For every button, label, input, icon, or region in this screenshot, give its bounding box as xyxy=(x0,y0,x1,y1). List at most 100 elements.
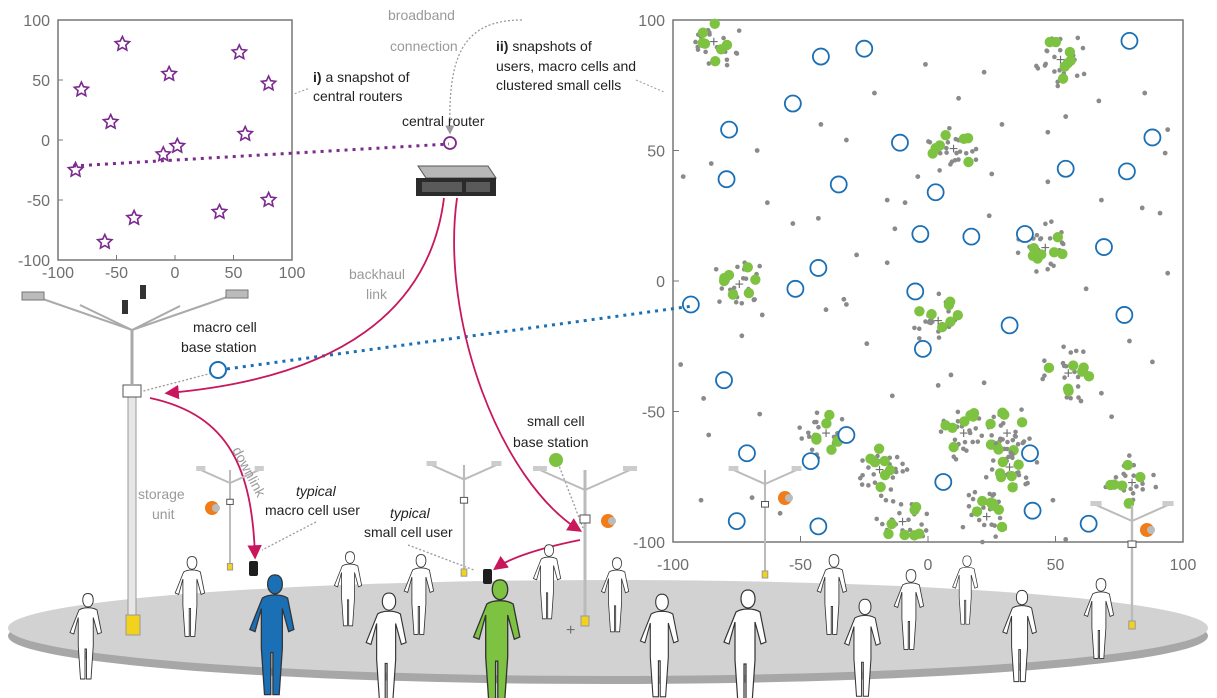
panel1-axes-box xyxy=(57,19,293,261)
user-dot xyxy=(1157,210,1163,216)
p1-x-tick-label: 0 xyxy=(171,265,180,282)
user-dot xyxy=(1165,127,1171,133)
user-dot xyxy=(997,515,1003,521)
user-dot xyxy=(1043,61,1048,67)
user-dot xyxy=(1153,484,1159,490)
user-dot xyxy=(923,319,928,324)
cluster-center-mark: + xyxy=(1002,425,1011,442)
user-dot xyxy=(823,307,829,313)
user-dot xyxy=(944,145,949,151)
macro-cell-circle-icon xyxy=(1095,238,1113,256)
user-dot xyxy=(975,439,981,444)
small-bs-icon xyxy=(549,453,563,467)
macro-cell-circle-icon xyxy=(720,120,738,139)
user-dot xyxy=(961,446,966,452)
user-dot xyxy=(992,523,997,528)
user-dot xyxy=(960,524,966,530)
small-cell-dot xyxy=(995,471,1007,483)
macro-cell-circle-icon xyxy=(1056,159,1075,178)
user-dot xyxy=(1123,473,1128,479)
user-dot xyxy=(1063,114,1069,119)
macro-light-pole-icon xyxy=(21,285,249,636)
user-dot xyxy=(1142,90,1148,96)
user-dot xyxy=(1034,232,1040,238)
user-dot xyxy=(1023,475,1029,480)
user-dot xyxy=(1130,491,1136,496)
user-dot xyxy=(872,480,878,485)
macro-cell-circle-icon xyxy=(1023,501,1042,520)
user-dot xyxy=(955,418,961,424)
backhaul-label-line2: link xyxy=(366,286,388,302)
small-cell-dot xyxy=(697,27,709,38)
small-cell-dot xyxy=(811,434,822,445)
user-dot xyxy=(724,62,730,68)
small-cell-dot xyxy=(914,306,925,317)
user-dot xyxy=(874,516,879,522)
macro-cell-circle-icon xyxy=(1079,514,1098,533)
downlink-label: downlink xyxy=(229,444,269,500)
user-dot xyxy=(1140,481,1145,487)
cluster-center-mark: + xyxy=(1041,240,1050,257)
user-dot xyxy=(955,409,961,415)
user-dot xyxy=(844,302,849,307)
p2-x-tick-label: 100 xyxy=(1170,557,1197,574)
downlink-arrow-macro xyxy=(149,397,262,560)
cluster-center-mark: + xyxy=(735,277,744,294)
small-cell-dot xyxy=(948,441,959,453)
router-star-icon xyxy=(154,144,173,163)
macro-cell-circle-icon xyxy=(926,183,945,202)
macro-bs-label-line2: base station xyxy=(181,339,257,355)
user-dot xyxy=(1062,375,1067,380)
macro-cell-circle-icon xyxy=(914,339,932,358)
small-cell-dot xyxy=(899,529,910,541)
user-dot xyxy=(701,396,706,401)
user-dot xyxy=(735,264,740,270)
cluster-center-mark: + xyxy=(1064,365,1073,382)
small-cell-dot xyxy=(821,418,832,429)
user-dot xyxy=(990,458,996,463)
small-cell-dot xyxy=(721,39,733,51)
small-light-pole-icon xyxy=(728,466,802,579)
small-light-pole-icon xyxy=(426,461,502,577)
macro-cell-circle-icon xyxy=(837,426,856,444)
small-cell-dot xyxy=(996,521,1008,533)
storage-disk-icon xyxy=(205,491,1155,537)
macro-cell-circle-icon xyxy=(1000,316,1019,335)
user-dot xyxy=(1034,460,1040,465)
user-dot xyxy=(1131,473,1136,478)
user-dot xyxy=(898,502,904,507)
macro-cell-circle-icon xyxy=(1120,31,1139,50)
small-cell-cluster: + xyxy=(983,441,1040,493)
snapshot2-label-line1: ii) snapshots of xyxy=(496,38,592,54)
macro-bs-icon xyxy=(209,361,227,379)
small-user-label: small cell user xyxy=(364,524,453,540)
router-star-icon xyxy=(210,202,229,220)
user-dot xyxy=(1075,35,1081,41)
user-dot xyxy=(1045,266,1050,272)
small-cell-dot xyxy=(873,443,885,454)
small-cell-dot xyxy=(987,498,999,509)
user-dot xyxy=(989,467,995,472)
user-dot xyxy=(864,341,870,347)
user-dot xyxy=(678,362,684,367)
user-dot xyxy=(1109,414,1114,420)
user-dot xyxy=(924,511,930,517)
router-star-icon xyxy=(72,80,91,98)
user-dot xyxy=(1081,349,1086,355)
user-dot xyxy=(740,275,746,281)
user-dot xyxy=(739,300,745,306)
user-dot xyxy=(944,150,949,155)
small-cell-dot xyxy=(963,156,974,168)
user-dot xyxy=(884,197,890,203)
user-dot xyxy=(1063,363,1069,369)
small-cell-cluster: + xyxy=(693,18,742,68)
user-dot xyxy=(757,263,762,269)
broadband-label-line2: connection xyxy=(390,38,458,54)
user-dot xyxy=(993,534,998,539)
user-dot xyxy=(1052,54,1057,60)
user-dot xyxy=(1055,83,1061,89)
small-light-pole-icon xyxy=(1090,501,1174,630)
small-cell-dot xyxy=(1036,249,1047,260)
